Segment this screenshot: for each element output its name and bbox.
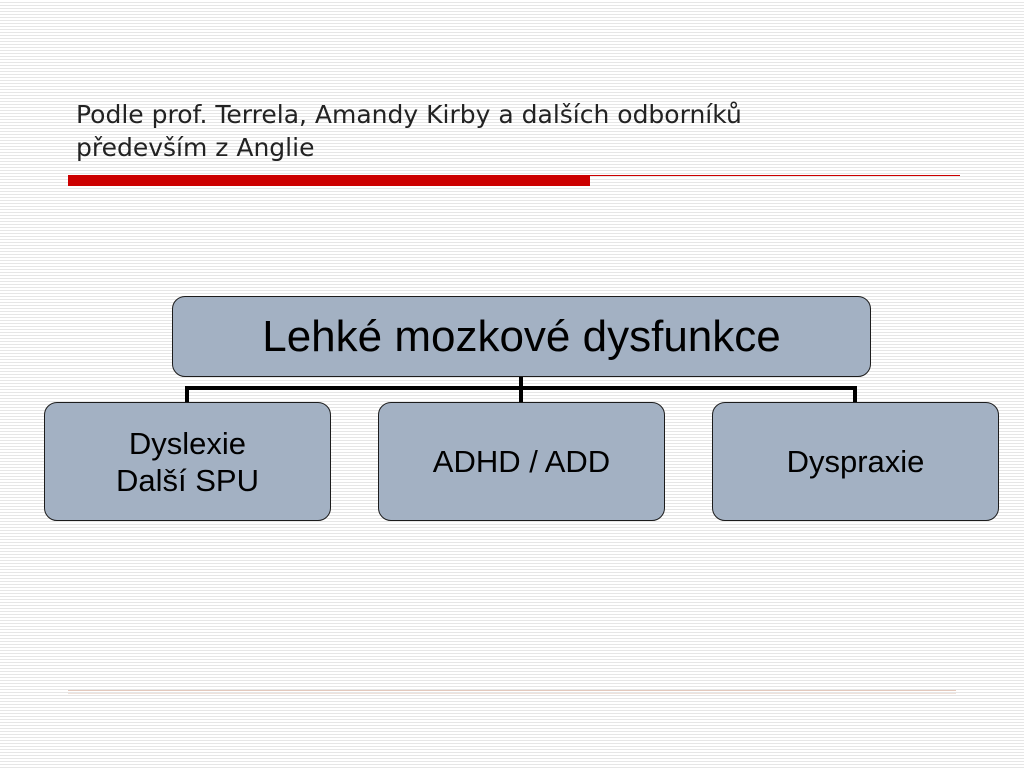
diagram-root-node: Lehké mozkové dysfunkce bbox=[172, 296, 871, 377]
diagram-child-node-dyspraxie: Dyspraxie bbox=[712, 402, 999, 521]
footer-divider-secondary bbox=[68, 693, 956, 694]
slide-title: Podle prof. Terrela, Amandy Kirby a dalš… bbox=[76, 98, 956, 164]
slide-title-line-1: Podle prof. Terrela, Amandy Kirby a dalš… bbox=[76, 100, 742, 129]
diagram-child-node-dyslexie: Dyslexie Další SPU bbox=[44, 402, 331, 521]
diagram-root-label: Lehké mozkové dysfunkce bbox=[262, 311, 781, 361]
title-underline-thick bbox=[68, 175, 590, 186]
footer-divider bbox=[68, 690, 956, 691]
slide-title-line-2: především z Anglie bbox=[76, 133, 315, 162]
diagram-child-3-line-1: Dyspraxie bbox=[786, 444, 925, 479]
title-underline-thin bbox=[590, 175, 960, 176]
diagram-child-2-line-1: ADHD / ADD bbox=[432, 444, 611, 479]
diagram-child-1-line-1: Dyslexie bbox=[128, 425, 247, 461]
diagram-child-1-line-2: Další SPU bbox=[116, 462, 259, 498]
diagram-child-node-adhd: ADHD / ADD bbox=[378, 402, 665, 521]
